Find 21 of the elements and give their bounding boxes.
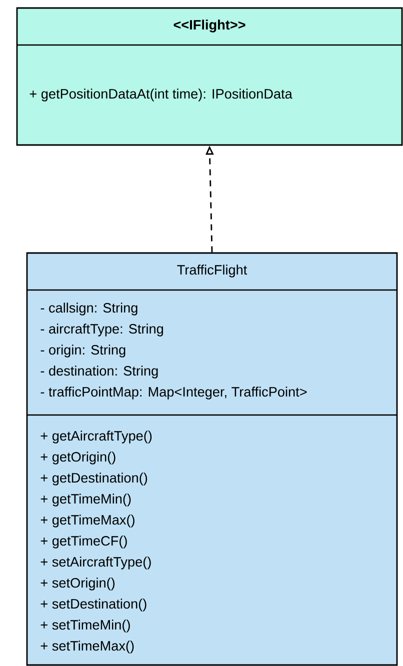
class-name: <<IFlight>>: [174, 20, 246, 32]
attribute-text: - destination: String: [40, 366, 158, 378]
method-text: + getAircraftType(): [40, 430, 152, 444]
method-text: + setAircraftType(): [40, 556, 151, 570]
attribute-text: - trafficPointMap: Map<Integer, TrafficPoint>: [40, 386, 307, 400]
method-text: + getPositionDataAt(int time): IPositionData: [30, 88, 292, 102]
method-text: + getTimeMin(): [40, 494, 131, 506]
method-text: + setOrigin(): [40, 578, 115, 590]
attribute-text: - origin: String: [40, 344, 126, 358]
method-text: + getTimeCF(): [40, 536, 127, 548]
method-text: + getTimeMax(): [40, 514, 134, 528]
attribute-text: - aircraftType: String: [40, 324, 164, 336]
class-box: [26, 252, 398, 666]
method-text: + getOrigin(): [40, 452, 116, 464]
method-text: + setDestination(): [40, 598, 146, 612]
method-text: + setTimeMin(): [40, 620, 130, 632]
method-text: + getDestination(): [40, 472, 148, 486]
attribute-text: - callsign: String: [40, 302, 138, 316]
class-box: [16, 7, 403, 146]
method-text: + setTimeMax(): [40, 640, 134, 654]
class-name: TrafficFlight: [177, 264, 248, 278]
